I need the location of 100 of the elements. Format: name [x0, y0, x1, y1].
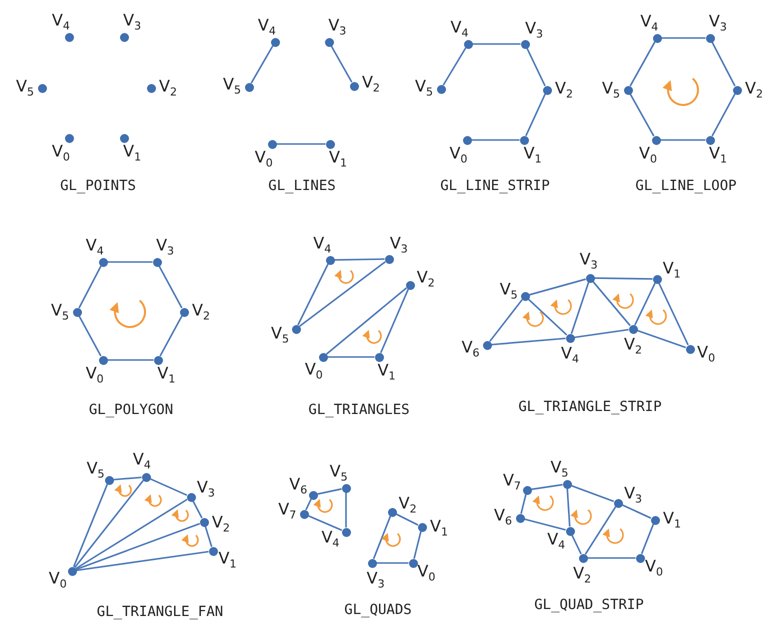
- vertex-dot: [520, 292, 530, 300]
- vertex-dot: [542, 86, 552, 94]
- vertex-dot: [406, 280, 414, 290]
- vertex-label: V$_{3}$: [580, 251, 598, 271]
- vertex-label: V$_{4}$: [86, 238, 104, 257]
- vertex-label: V$_{3}$: [196, 479, 215, 498]
- vertex-label: V$_{4}$: [561, 345, 579, 365]
- vertex-label: V$_{4}$: [321, 529, 340, 548]
- vertex-dot: [104, 476, 114, 484]
- vertex-dot: [436, 84, 446, 94]
- line-segment: [76, 550, 209, 572]
- line-segment: [192, 500, 203, 518]
- vertex-dot: [418, 522, 426, 532]
- vertex-dot: [120, 32, 128, 42]
- vertex-label: V$_{5}$: [223, 76, 241, 96]
- primitive-caption: GL_TRIANGLE_FAN: [96, 604, 224, 620]
- vertex-label: V$_{2}$: [416, 268, 435, 288]
- line-segment: [524, 518, 566, 531]
- line-segment: [491, 338, 566, 346]
- vertex-dot: [180, 308, 188, 316]
- vertex-dot: [200, 518, 208, 526]
- line-segment: [658, 282, 689, 346]
- primitive-caption: GL_TRIANGLES: [308, 402, 410, 418]
- vertex-label: V$_{6}$: [462, 340, 480, 360]
- vertex-label: V$_{7}$: [502, 472, 521, 492]
- vertex-label: V$_{2}$: [192, 302, 210, 322]
- line-segment: [634, 282, 656, 326]
- vertex-dot: [652, 274, 662, 284]
- line-segment: [442, 47, 466, 86]
- vertex-dot: [388, 508, 396, 516]
- vertex-dot: [152, 258, 162, 266]
- vertex-label: V$_{0}$: [254, 149, 273, 168]
- vertex-dot: [64, 32, 74, 42]
- line-segment: [326, 287, 408, 355]
- line-segment: [334, 258, 385, 261]
- vertex-dot: [408, 558, 418, 568]
- vertex-dot: [384, 254, 394, 264]
- vertex-label: V$_{2}$: [398, 496, 417, 515]
- line-segment: [308, 515, 342, 531]
- vertex-dot: [98, 356, 108, 364]
- vertex-label: V$_{1}$: [663, 510, 681, 530]
- line-segment: [330, 46, 352, 82]
- line-segment: [75, 498, 188, 570]
- vertex-label: V$_{0}$: [304, 362, 323, 381]
- vertex-dot: [342, 484, 350, 492]
- line-segment: [158, 266, 183, 308]
- line-segment: [204, 526, 212, 547]
- vertex-dot: [578, 554, 588, 562]
- line-segment: [570, 484, 614, 502]
- line-segment: [630, 94, 654, 136]
- vertex-dot: [146, 84, 156, 92]
- primitive-caption: GL_LINE_STRIP: [440, 178, 550, 194]
- vertex-label: V$_{1}$: [524, 145, 542, 164]
- line-segment: [380, 288, 409, 354]
- line-segment: [640, 524, 654, 554]
- line-segment: [571, 534, 582, 554]
- vertex-dot: [566, 334, 574, 342]
- line-segment: [108, 359, 154, 361]
- line-segment: [74, 480, 144, 568]
- vertex-label: V$_{0}$: [639, 145, 657, 165]
- vertex-dot: [68, 566, 76, 576]
- vertex-dot: [482, 340, 492, 350]
- line-segment: [660, 139, 706, 141]
- vertex-dot: [368, 558, 376, 568]
- vertex-label: V$_{1}$: [123, 143, 142, 162]
- vertex-dot: [586, 274, 594, 282]
- vertex-label: V$_{4}$: [258, 17, 276, 37]
- vertex-label: V$_{2}$: [573, 565, 592, 585]
- vertex-label: V$_{1}$: [218, 550, 236, 570]
- vertex-dot: [706, 34, 714, 42]
- line-segment: [526, 48, 546, 86]
- line-segment: [636, 330, 686, 348]
- vertex-label: V$_{3}$: [123, 12, 142, 32]
- vertex-label: V$_{5}$: [550, 459, 568, 478]
- vertex-dot: [326, 140, 334, 148]
- vertex-dot: [650, 516, 660, 524]
- vertex-label: V$_{3}$: [328, 18, 346, 37]
- line-segment: [159, 316, 183, 356]
- vertex-dot: [154, 356, 162, 364]
- line-segment: [376, 562, 408, 564]
- vertex-label: V$_{0}$: [417, 564, 436, 584]
- vertex-dot: [562, 480, 572, 488]
- line-segment: [622, 504, 652, 519]
- vertex-label: V$_{1}$: [430, 518, 448, 538]
- vertex-label: V$_{4}$: [640, 13, 658, 32]
- line-segment: [413, 531, 422, 559]
- vertex-dot: [342, 528, 350, 536]
- vertex-dot: [516, 514, 524, 522]
- line-segment: [108, 261, 152, 263]
- line-segment: [584, 506, 616, 555]
- vertex-label: V$_{1}$: [157, 365, 176, 384]
- line-segment: [113, 476, 142, 480]
- vertex-label: V$_{1}$: [329, 149, 347, 169]
- line-segment: [72, 484, 108, 568]
- vertex-label: V$_{3}$: [366, 570, 385, 590]
- vertex-dot: [732, 86, 742, 94]
- vertex-label: V$_{5}$: [500, 282, 518, 301]
- vertex-dot: [208, 546, 218, 556]
- vertex-dot: [706, 136, 714, 144]
- line-segment: [472, 43, 520, 45]
